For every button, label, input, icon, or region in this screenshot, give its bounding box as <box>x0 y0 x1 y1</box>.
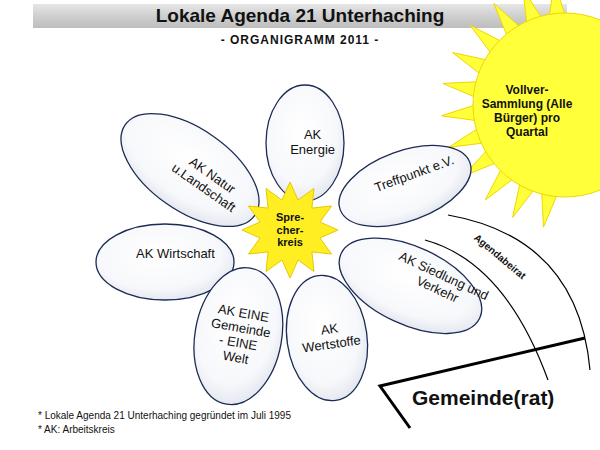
text-block: Vollver- Sammlung (Alle Bürger) pro Quar… <box>480 84 575 139</box>
petal-ellipse <box>279 270 376 406</box>
text-block: AK Energie <box>283 128 343 158</box>
speaker-star: Spre- cher- kreis <box>240 180 340 280</box>
working-group-petal: AK Energie <box>265 84 345 202</box>
petal-ellipse <box>328 130 482 243</box>
subtitle: - ORGANIGRAMM 2011 - <box>221 33 380 47</box>
municipality-bracket <box>380 338 585 428</box>
working-group-petal: Treffpunkt e.V. <box>327 128 483 244</box>
petal-label: AK Energie <box>283 128 343 158</box>
text-block: Spre- cher- kreis <box>270 211 310 249</box>
assembly-label: Vollver- Sammlung (Alle Bürger) pro Quar… <box>480 84 575 139</box>
petal-ellipse <box>266 85 344 201</box>
sun-ray <box>443 82 478 97</box>
sun-ray <box>542 192 557 227</box>
sun-disc <box>473 13 600 197</box>
municipality-label: Gemeinde(rat) <box>412 386 554 410</box>
speaker-label: Spre- cher- kreis <box>270 211 310 249</box>
petal-label: AK Wirtschaft <box>136 247 215 262</box>
sun-ray <box>441 105 476 121</box>
star-shape <box>242 182 338 278</box>
footnote: * AK: Arbeitskreis <box>38 424 115 435</box>
footnote: * Lokale Agenda 21 Unterhaching gegründe… <box>38 410 291 421</box>
text-block: AK EINE Gemeinde - EINE Welt <box>203 301 274 371</box>
petal-ellipse <box>183 260 292 411</box>
title: Lokale Agenda 21 Unterhaching <box>156 5 445 27</box>
assembly-sun: Vollver- Sammlung (Alle Bürger) pro Quar… <box>455 0 600 200</box>
title-band <box>33 4 567 28</box>
council-label: Agendabeirat <box>472 231 528 281</box>
petal-label: AK EINE Gemeinde - EINE Welt <box>203 301 274 371</box>
ellipse-outline <box>327 128 483 244</box>
working-group-petal: AK Wertstoffe <box>277 269 376 407</box>
text-block: AK Wirtschaft <box>136 247 215 262</box>
